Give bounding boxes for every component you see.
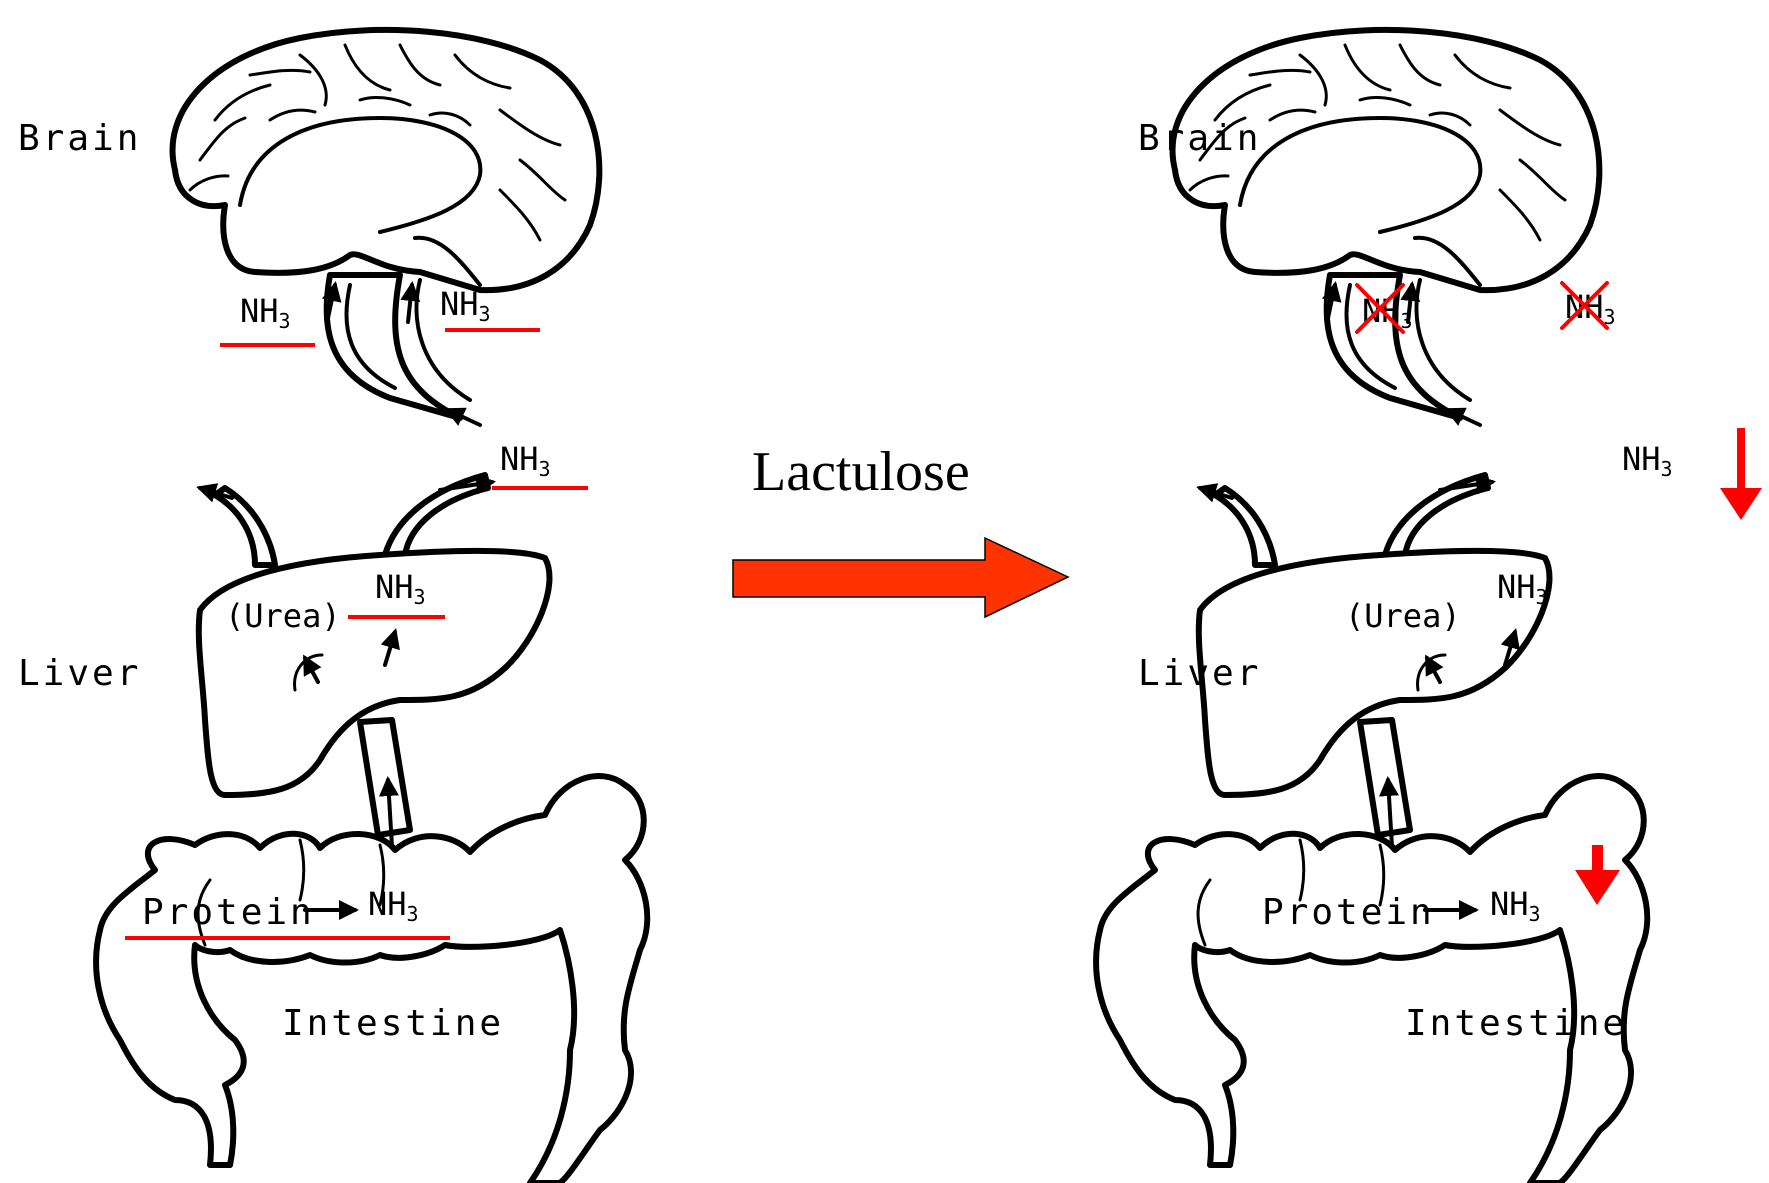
brain-label: Brain <box>18 118 141 159</box>
liver-label: Liver <box>18 653 141 694</box>
urea-label: (Urea) <box>1345 597 1461 635</box>
down-arrow-icon <box>1720 428 1762 520</box>
panel-after: Brain Liver Intestine NH3 NH3 NH3 NH3 NH… <box>1096 30 1762 1183</box>
right-arrow-icon <box>733 538 1068 617</box>
lactulose-label: Lactulose <box>752 441 970 503</box>
intestine-label: Intestine <box>282 1003 504 1044</box>
urea-label: (Urea) <box>225 597 341 635</box>
nh3-blood: NH3 <box>1622 440 1673 481</box>
liver-label: Liver <box>1138 653 1261 694</box>
protein-label: Protein <box>1262 892 1435 933</box>
nh3-blood: NH3 <box>500 440 551 481</box>
nh3-brain-left: NH3 <box>240 292 291 333</box>
protein-label: Protein <box>142 892 315 933</box>
intestine-label: Intestine <box>1405 1003 1627 1044</box>
brain-label: Brain <box>1138 118 1261 159</box>
panel-before: Brain Liver Intestine NH3 NH3 NH3 NH3 NH… <box>18 30 647 1183</box>
